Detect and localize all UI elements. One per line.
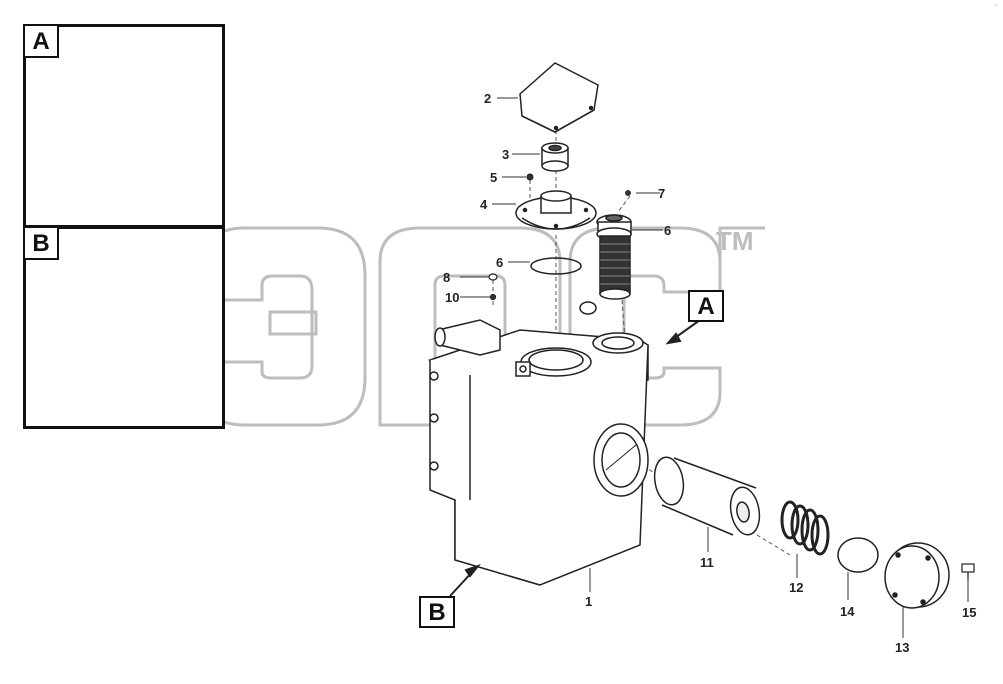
- label-part-10: 8: [443, 270, 450, 285]
- part-1-tank: [427, 301, 649, 586]
- part-16-bolt: [961, 563, 975, 580]
- label-part-4: 4: [480, 197, 488, 212]
- part-10-11-fitting: [488, 273, 498, 301]
- label-part-2: 2: [484, 91, 491, 106]
- label-part-11: 10: [445, 290, 459, 305]
- label-part-13: 12: [789, 580, 803, 595]
- part-2-cover: [519, 62, 599, 133]
- label-part-14: 13: [895, 640, 909, 655]
- part-15-disc: [837, 537, 879, 573]
- part-8-plug: [625, 190, 631, 196]
- part-6-oring: [530, 257, 582, 275]
- label-part-1: 1: [585, 594, 592, 609]
- part-12-cylinder: [653, 456, 761, 536]
- label-part-5: 5: [490, 170, 497, 185]
- detail-tag-b: B: [25, 228, 59, 260]
- part-5-screw: [526, 173, 534, 181]
- detail-tag-a: A: [25, 26, 59, 58]
- callout-tag-a: A: [688, 290, 724, 322]
- label-part-6-visible: 6: [496, 255, 503, 270]
- label-part-16: 15: [962, 605, 976, 620]
- callout-tag-b: B: [419, 596, 455, 628]
- label-part-7: 6: [664, 223, 671, 238]
- detail-box-a: A: [23, 24, 225, 228]
- detail-box-b: B: [23, 226, 225, 429]
- label-part-3: 3: [502, 147, 509, 162]
- tank-side-flange: [593, 423, 649, 497]
- part-7-filter: [596, 214, 632, 300]
- part-14-cover-plate: [884, 542, 950, 609]
- part-3-cap: [541, 142, 569, 172]
- label-part-8: 7: [658, 186, 665, 201]
- label-part-15: 14: [840, 604, 855, 619]
- part-4-flange: [515, 190, 597, 230]
- corner-mark: ·: [994, 2, 997, 9]
- label-part-12: 11: [700, 555, 714, 570]
- watermark-trademark: TM: [716, 226, 754, 256]
- callout-arrows: [449, 319, 701, 597]
- part-13-spring: [780, 500, 830, 556]
